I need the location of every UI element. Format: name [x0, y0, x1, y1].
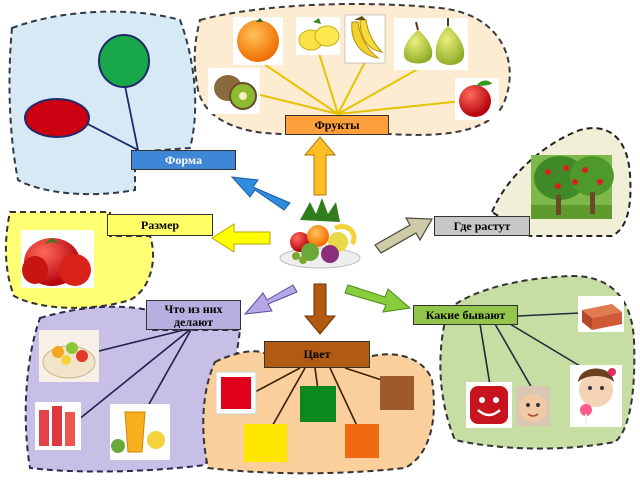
brown-swatch: [380, 376, 414, 410]
arrow-down: [303, 283, 337, 335]
fruit-salad-icon: [39, 330, 99, 382]
kiwi-icon: [208, 68, 260, 114]
arrow-down-left: [243, 284, 298, 315]
red-oval-icon: [24, 98, 90, 138]
girl-lollipop-icon: [570, 365, 622, 427]
arrow-left: [211, 223, 271, 253]
green-swatch: [300, 386, 336, 422]
juice-glasses-icon: [35, 402, 81, 450]
shape-label: Форма: [131, 150, 236, 170]
pillow-icon: [466, 382, 512, 428]
yellow-swatch: [244, 424, 287, 462]
green-circle-icon: [98, 34, 150, 88]
brick-icon: [578, 296, 624, 332]
banana-icon: [344, 14, 386, 64]
apple-icon: [455, 78, 499, 120]
size-label: Размер: [107, 214, 213, 236]
color-label: Цвет: [264, 341, 370, 368]
shape-connectors: [79, 85, 139, 151]
kinds-label: Какие бывают: [413, 305, 518, 325]
juice-cup-icon: [110, 404, 170, 460]
fruit-basket-icon: [279, 198, 361, 269]
fruits-label: Фрукты: [285, 115, 389, 135]
apple-tree-icon: [531, 155, 614, 219]
tomato-icon: [21, 230, 94, 288]
pear-icon: [394, 18, 468, 70]
arrow-right: [374, 217, 434, 254]
baby-face-icon: [516, 386, 550, 426]
arrow-up: [303, 136, 337, 196]
red-swatch: [215, 371, 257, 415]
arrow-up-left: [230, 176, 291, 211]
fruits-connectors: [247, 49, 473, 115]
orange-swatch: [345, 424, 379, 458]
orange-icon: [233, 17, 283, 65]
arrow-down-right: [344, 284, 412, 313]
what-made-label: Что из них делают: [146, 300, 241, 330]
where-grow-label: Где растут: [434, 216, 530, 236]
lemon-icon: [296, 17, 340, 55]
